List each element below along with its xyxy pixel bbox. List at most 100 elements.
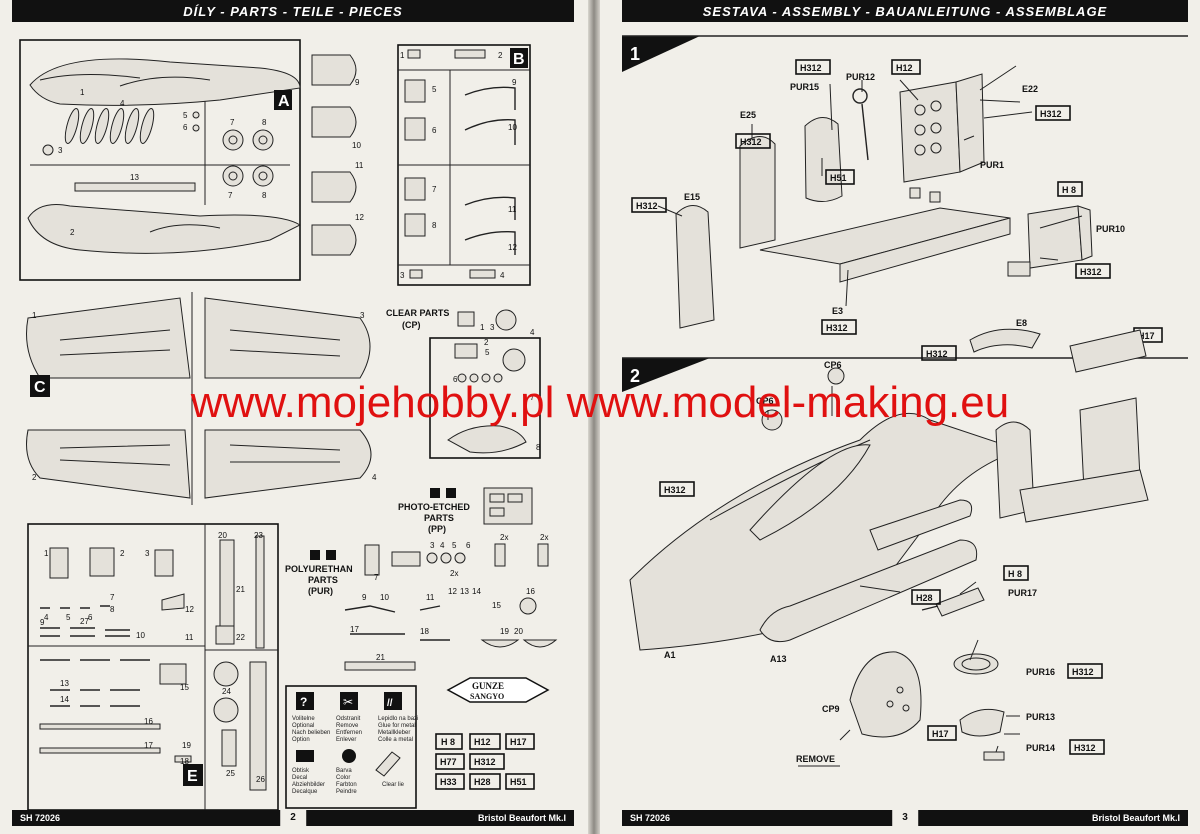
polyurethan-parts: POLYURETHAN PARTS (PUR) 7 3 4 5 6 2x 2x — [285, 533, 558, 671]
assembly-page-footer: SH 72026 3 Bristol Beaufort Mk.I — [622, 810, 1188, 826]
svg-text:Remove: Remove — [336, 723, 359, 729]
clear-parts-title: CLEAR PARTS — [386, 308, 449, 318]
svg-text:17: 17 — [144, 741, 153, 750]
svg-text:25: 25 — [226, 769, 235, 778]
svg-text:6: 6 — [466, 541, 471, 550]
svg-text:H312: H312 — [1080, 267, 1102, 277]
svg-text:8: 8 — [110, 605, 115, 614]
svg-text:9: 9 — [355, 78, 360, 87]
kit-name: Bristol Beaufort Mk.I — [1091, 813, 1180, 823]
parts-sprue-drawings: A 1 4 5 6 7 8 7 8 3 13 2 9 10 11 12 — [19, 39, 558, 811]
svg-text:7: 7 — [230, 118, 235, 127]
svg-text:Entfernen: Entfernen — [336, 730, 362, 736]
legend-optional-icon: ? — [300, 695, 307, 709]
svg-text:2: 2 — [484, 338, 489, 347]
svg-text:3: 3 — [58, 146, 63, 155]
svg-text:Enlever: Enlever — [336, 737, 356, 743]
section-a-label: A — [278, 93, 290, 110]
svg-text:1: 1 — [480, 323, 485, 332]
svg-text:Decalque: Decalque — [292, 789, 318, 795]
svg-text:PUR17: PUR17 — [1008, 588, 1037, 598]
svg-text:12: 12 — [508, 243, 517, 252]
svg-text:9: 9 — [512, 78, 517, 87]
svg-text:Colle a metal: Colle a metal — [378, 737, 413, 743]
watermark-text: www.mojehobby.pl www.model-making.eu — [190, 378, 1010, 427]
legend-box: ? ✂ // Volitelne Optional Nach belieben … — [285, 685, 418, 809]
svg-text:13: 13 — [460, 587, 469, 596]
svg-text:8: 8 — [536, 443, 541, 452]
svg-text:Lepidlo na bazi: Lepidlo na bazi — [378, 716, 418, 722]
svg-text:6: 6 — [453, 375, 458, 384]
pe-title-1: PHOTO-ETCHED — [398, 502, 470, 512]
svg-text:5: 5 — [452, 541, 457, 550]
svg-text:A1: A1 — [664, 650, 676, 660]
svg-text:3: 3 — [430, 541, 435, 550]
svg-text:2: 2 — [32, 473, 37, 482]
svg-text:2: 2 — [120, 549, 125, 558]
svg-text:4: 4 — [440, 541, 445, 550]
svg-text:Farbton: Farbton — [336, 782, 357, 788]
parts-page: DÍLY - PARTS - TEILE - PIECES — [0, 0, 588, 834]
svg-text:7: 7 — [530, 393, 535, 402]
svg-text:1: 1 — [80, 88, 85, 97]
svg-text:20: 20 — [514, 627, 523, 636]
svg-text:CP6: CP6 — [756, 396, 774, 406]
svg-text:Barva: Barva — [336, 768, 352, 774]
svg-text:E8: E8 — [1016, 318, 1027, 328]
assembly-page-title: SESTAVA - ASSEMBLY - BAUANLEITUNG - ASSE… — [622, 0, 1188, 22]
svg-text:Clear lie: Clear lie — [382, 782, 405, 788]
svg-text:5: 5 — [432, 85, 437, 94]
svg-text:23: 23 — [254, 531, 263, 540]
svg-text:10: 10 — [380, 593, 389, 602]
svg-text:22: 22 — [236, 633, 245, 642]
svg-text:4: 4 — [372, 473, 377, 482]
svg-text:CP6: CP6 — [824, 360, 842, 370]
svg-text:Abziehbilder: Abziehbilder — [292, 782, 325, 788]
step-1: 1 — [622, 35, 1188, 343]
assembly-page: SESTAVA - ASSEMBLY - BAUANLEITUNG - ASSE… — [600, 0, 1200, 834]
paint-h8: H 8 — [441, 737, 455, 747]
svg-text:16: 16 — [526, 587, 535, 596]
svg-text:7: 7 — [110, 593, 115, 602]
svg-text:H312: H312 — [740, 137, 762, 147]
svg-text:16: 16 — [144, 717, 153, 726]
svg-text:7: 7 — [432, 185, 437, 194]
svg-text:3: 3 — [490, 323, 495, 332]
legend-brush-icon — [375, 751, 401, 777]
pe-title-2: PARTS — [424, 513, 454, 523]
svg-text:19: 19 — [500, 627, 509, 636]
svg-text:10: 10 — [136, 631, 145, 640]
svg-text:SANGYO: SANGYO — [470, 692, 504, 701]
svg-text:1: 1 — [32, 311, 37, 320]
paint-h28: H28 — [474, 777, 491, 787]
svg-text:Color: Color — [336, 775, 350, 781]
svg-text:18: 18 — [180, 757, 189, 766]
svg-text:6: 6 — [183, 123, 188, 132]
svg-text:Obtisk: Obtisk — [292, 768, 310, 774]
paint-h51: H51 — [510, 777, 527, 787]
svg-text:Glue for metal: Glue for metal — [378, 723, 416, 729]
svg-text:2x: 2x — [500, 533, 508, 542]
remove-label: REMOVE — [796, 754, 835, 764]
step-2-number: 2 — [630, 366, 640, 386]
paint-h12: H12 — [474, 737, 491, 747]
svg-text:26: 26 — [256, 775, 265, 784]
paint-codes: H 8 H12 H17 H77 H312 H33 H28 H51 — [435, 733, 535, 790]
step-2: 2 — [622, 318, 1188, 767]
svg-text:H17: H17 — [932, 729, 949, 739]
svg-text:4: 4 — [530, 328, 535, 337]
sprue-b: C 1 3 2 4 — [26, 292, 377, 505]
svg-text:5: 5 — [66, 613, 71, 622]
svg-text:14: 14 — [472, 587, 481, 596]
svg-text:8: 8 — [432, 221, 437, 230]
svg-text:PUR13: PUR13 — [1026, 712, 1055, 722]
svg-text:19: 19 — [182, 741, 191, 750]
svg-text:Peindre: Peindre — [336, 789, 357, 795]
svg-text:PUR14: PUR14 — [1026, 743, 1055, 753]
svg-text:13: 13 — [130, 173, 139, 182]
parts-page-title: DÍLY - PARTS - TEILE - PIECES — [12, 0, 574, 22]
gunze-sangyo-logo: GUNZE SANGYO — [446, 677, 550, 703]
svg-text:2x: 2x — [540, 533, 548, 542]
pur-title-1: POLYURETHAN — [285, 564, 353, 574]
svg-text:Nach belieben: Nach belieben — [292, 730, 330, 736]
